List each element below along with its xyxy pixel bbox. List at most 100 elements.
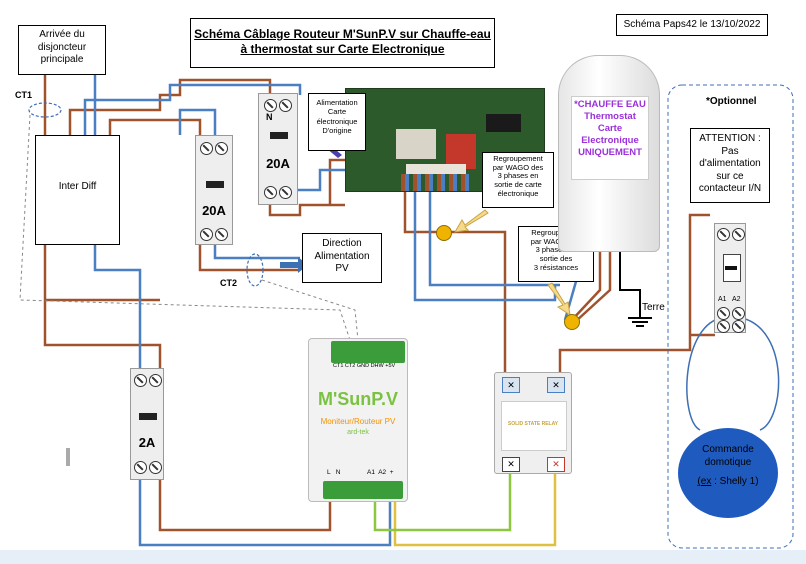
brown-wire-ssr-right — [558, 213, 710, 375]
breaker-20a-left: 20A — [195, 135, 233, 245]
wago-connector-bottom — [564, 314, 580, 330]
commande-line1: Commande — [702, 444, 754, 455]
breaker-20a-right-rating: 20A — [266, 156, 290, 171]
title-line2: à thermostat sur Carte Electronique — [240, 42, 445, 56]
ssr-label-panel — [501, 401, 567, 451]
regroupement-top-line4: sortie de carte — [494, 179, 542, 189]
breaker-lever-icon — [206, 181, 224, 188]
board-connector — [406, 164, 466, 176]
alimentation-box: Alimentation Carte électronique D'origin… — [308, 93, 366, 151]
regroupement-top-line2: par WAGO des — [492, 162, 544, 172]
regroupement-top-box: Regroupement par WAGO des 3 phases en so… — [482, 152, 554, 208]
msunpv-logo: M'SunP.V — [318, 389, 398, 409]
blue-wire-top — [83, 83, 302, 135]
chauffe-line4: Electronique — [581, 134, 639, 146]
regroupement-bottom-line2: par WAGO des — [530, 236, 582, 246]
direction-arrow — [280, 257, 308, 273]
regroupement-top-line5: électronique — [497, 188, 539, 198]
schema-credit-box: Schéma Paps42 le 13/10/2022 — [616, 14, 768, 36]
screw-icon — [717, 307, 730, 320]
breaker-2a: 2A — [130, 368, 164, 480]
arrivee-box: Arrivée du disjoncteur principale — [18, 25, 106, 75]
breaker-neutral-mark: N — [266, 112, 273, 122]
commande-line3: (ex : Shelly 1) — [678, 475, 778, 488]
water-heater: *CHAUFFE EAU Thermostat Carte Electroniq… — [558, 55, 660, 252]
ct2-label: CT2 — [220, 278, 238, 288]
left-marker — [66, 448, 70, 466]
screw-icon — [717, 228, 730, 241]
ssr-terminal-x-right: ✕ — [547, 377, 565, 393]
brown-wire-to-20a — [108, 118, 202, 135]
attention-line5: contacteur I/N — [698, 183, 762, 194]
chauffe-line2: Thermostat — [584, 110, 636, 122]
chauffe-line1: *CHAUFFE EAU — [574, 99, 646, 110]
board-component — [486, 114, 521, 132]
screw-icon — [149, 374, 162, 387]
screw-icon — [264, 99, 277, 112]
brown-wire-2a-bottom — [158, 480, 332, 532]
wago-bottom-arrow — [547, 282, 571, 317]
alimentation-line2: Carte — [327, 107, 347, 117]
brown-wire-wago-right — [445, 230, 507, 375]
msunpv-top-terminals: CT1 CT2 GND DHW +5V — [333, 363, 396, 369]
water-heater-label-panel: *CHAUFFE EAU Thermostat Carte Electroniq… — [571, 96, 649, 180]
brown-wires — [43, 75, 715, 532]
ct2-dashed-line — [261, 279, 359, 341]
attention-line2: Pas — [721, 145, 739, 157]
brown-wire-heater-res2 — [574, 250, 612, 323]
screw-icon — [134, 461, 147, 474]
ct1-label: CT1 — [15, 90, 33, 100]
blue-wire-board — [288, 168, 345, 205]
breaker-2a-rating: 2A — [138, 435, 156, 450]
screw-icon — [264, 186, 277, 199]
ground-symbol — [628, 317, 652, 327]
board-wire-bundle — [401, 174, 471, 191]
yellow-wire — [393, 470, 557, 547]
optionnel-label: *Optionnel — [706, 96, 757, 107]
wago-connector-top — [436, 225, 452, 241]
breaker-20a-right: N 20A — [258, 93, 298, 205]
inter-diff-label: Inter Diff — [58, 181, 97, 192]
brown-wire-board-feed — [328, 158, 345, 205]
breaker-lever-icon — [270, 132, 288, 139]
direction-box: Direction Alimentation PV — [302, 233, 382, 283]
alimentation-line1: Alimentation — [316, 98, 358, 107]
ssr-terminal-bottom-left: ✕ — [502, 457, 520, 472]
ct1-dashed-line — [19, 114, 351, 341]
regroupement-top-line3: 3 phases en — [497, 171, 539, 181]
optional-frame — [667, 84, 794, 549]
brown-wire-20a-out — [198, 245, 300, 272]
arrivee-line1: Arrivée du — [39, 29, 85, 40]
arrivee-line3: principale — [40, 54, 84, 65]
contactor-a1-label: A1 — [718, 296, 727, 303]
ssr-label: SOLID STATE RELAY — [507, 421, 559, 427]
commande-line3-prefix: (ex — [697, 476, 712, 487]
wago-top-arrow — [454, 209, 489, 233]
direction-line2: Alimentation — [314, 250, 370, 262]
blue-wire-20a-to-pv — [213, 245, 300, 260]
screw-icon — [200, 142, 213, 155]
screw-icon — [717, 320, 730, 333]
screw-icon — [215, 142, 228, 155]
breaker-20a-left-rating: 20A — [202, 203, 226, 218]
contactor-a2-label: A2 — [732, 296, 741, 303]
arrivee-line2: disjoncteur — [37, 41, 87, 53]
msunpv-top-connector — [331, 341, 405, 363]
brown-wire-main-2 — [43, 245, 162, 370]
screw-icon — [149, 461, 162, 474]
blue-wire-neutral — [178, 108, 217, 135]
msunpv-bottom-connector — [323, 481, 403, 499]
screw-icon — [215, 228, 228, 241]
ct1-sensor — [28, 102, 62, 118]
ct2-sensor — [246, 253, 264, 287]
msunpv-bottom-right: A1 A2 + — [367, 469, 394, 476]
msunpv-module: CT1 CT2 GND DHW +5V M'SunP.V Moniteur/Ro… — [308, 338, 408, 502]
commande-line2: domotique — [704, 457, 752, 468]
msunpv-brand: ard-tek — [347, 429, 369, 436]
screw-icon — [732, 307, 745, 320]
commande-line3-rest: : Shelly 1) — [711, 476, 759, 487]
chauffe-line3: Carte — [597, 122, 623, 134]
screw-icon — [279, 99, 292, 112]
regroupement-bottom-line1: Regroupement — [531, 228, 581, 237]
